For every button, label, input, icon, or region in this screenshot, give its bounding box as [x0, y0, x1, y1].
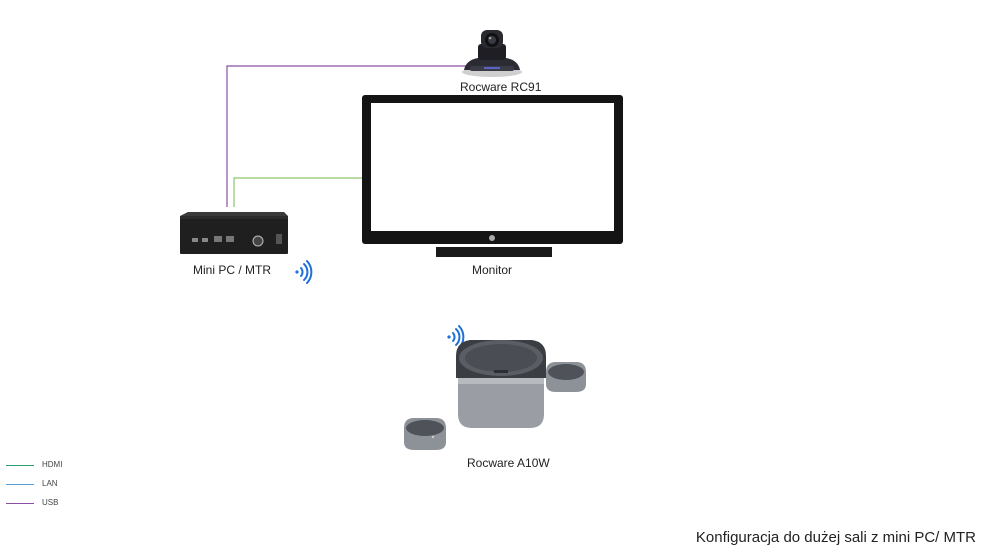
legend-swatch-lan — [6, 484, 34, 485]
minipc-icon — [180, 212, 288, 254]
monitor-icon — [362, 95, 623, 257]
hdmi-cable — [233, 177, 362, 207]
camera-icon — [462, 30, 522, 77]
minipc-label: Mini PC / MTR — [193, 263, 271, 277]
camera-label: Rocware RC91 — [460, 80, 542, 94]
usb-cable — [226, 65, 466, 207]
legend-label-hdmi: HDMI — [42, 460, 63, 469]
monitor-label: Monitor — [472, 263, 513, 277]
speaker-label: Rocware A10W — [467, 456, 550, 470]
wifi-icon-minipc — [295, 260, 313, 284]
speaker-system-icon — [404, 340, 586, 450]
legend-label-lan: LAN — [42, 479, 58, 488]
legend-swatch-hdmi — [6, 465, 34, 466]
legend-label-usb: USB — [42, 498, 59, 507]
diagram-caption: Konfiguracja do dużej sali z mini PC/ MT… — [695, 529, 976, 546]
legend-swatch-usb — [6, 503, 34, 504]
